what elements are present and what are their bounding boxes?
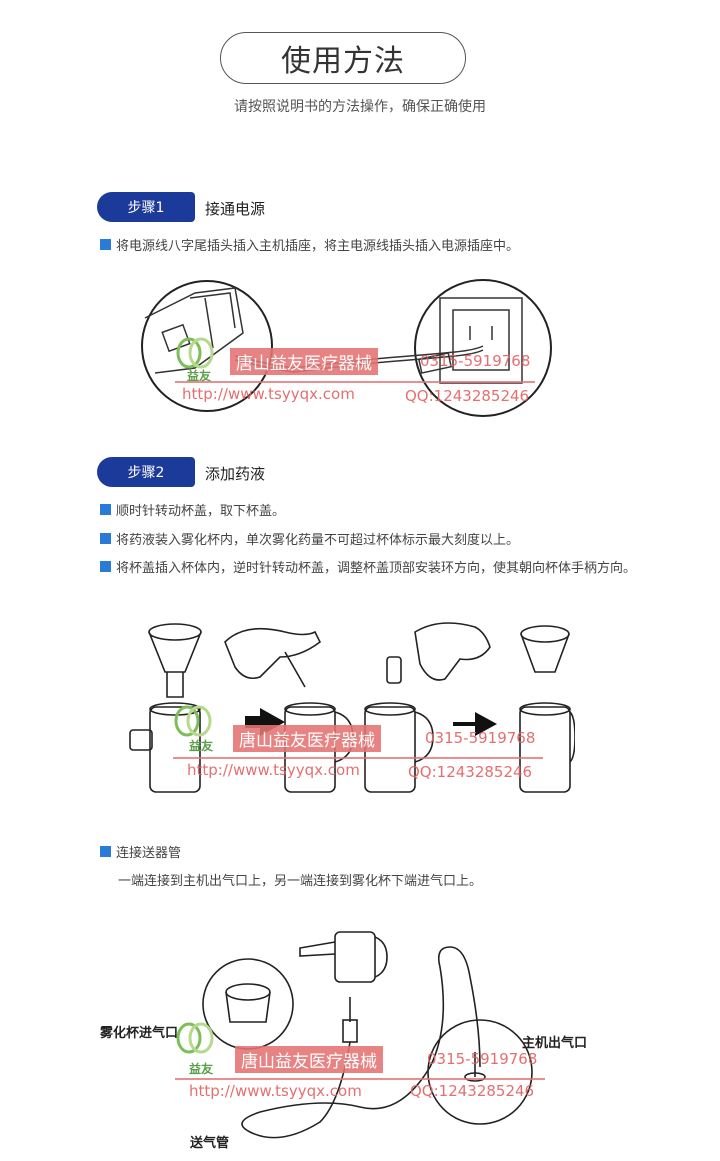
bullet-square-icon [100,504,111,515]
step3-description: 一端连接到主机出气口上，另一端连接到雾化杯下端进气口上。 [118,874,483,889]
page-subtitle: 请按照说明书的方法操作，确保正确使用 [234,99,486,115]
watermark-url: http://www.tsyyqx.com [189,1082,362,1100]
step2-bullet-text: 将药液装入雾化杯内，单次雾化药量不可超过杯体标示最大刻度以上。 [116,533,520,548]
step3-bullet-text: 连接送器管 [116,846,182,861]
bullet-square-icon [100,533,111,544]
logo-leaf-icon [176,1022,214,1054]
bullet-square-icon [100,239,111,250]
step3-bullet: 连接送器管 [100,842,181,861]
bullet-square-icon [100,561,111,572]
watermark-url: http://www.tsyyqx.com [182,385,355,403]
step2-title: 添加药液 [205,465,266,483]
device-socket-zoom-circle [141,280,273,412]
page-title: 使用方法 [220,32,466,84]
watermark-company: 唐山益友医疗器械 [230,348,378,375]
logo-leaf-icon [176,337,214,369]
watermark-qq: QQ:1243285246 [408,763,533,781]
watermark-divider [175,381,535,383]
step2-bullet-2: 将药液装入雾化杯内，单次雾化药量不可超过杯体标示最大刻度以上。 [100,529,519,548]
wall-outlet-zoom-circle [414,279,552,417]
step2-bullet-text: 将杯盖插入杯体内，逆时针转动杯盖，调整杯盖顶部安装环方向，使其朝向杯体手柄方向。 [116,561,637,576]
step1-title: 接通电源 [205,200,266,218]
step2-bullet-1: 顺时针转动杯盖，取下杯盖。 [100,500,285,519]
cup-inlet-label: 雾化杯进气口 [100,1026,179,1041]
watermark-url: http://www.tsyyqx.com [187,761,360,779]
watermark-divider [175,1078,545,1080]
step2-bullet-text: 顺时针转动杯盖，取下杯盖。 [116,504,286,519]
logo-text: 益友 [189,739,214,753]
watermark-phone: 0315-5919768 [425,729,536,747]
watermark-divider [173,757,543,759]
host-outlet-zoom-circle [427,1019,533,1125]
watermark-phone: 0315-5919768 [427,1050,538,1068]
step2-badge: 步骤2 [97,457,195,487]
step2-bullet-3: 将杯盖插入杯体内，逆时针转动杯盖，调整杯盖顶部安装环方向，使其朝向杯体手柄方向。 [100,557,636,576]
watermark-company: 唐山益友医疗器械 [233,725,381,752]
bullet-square-icon [100,846,111,857]
step1-bullet-1: 将电源线八字尾插头插入主机插座，将主电源线插头插入电源插座中。 [100,235,519,254]
tube-connection-illustration [202,931,533,1139]
logo-text: 益友 [187,369,212,383]
logo-leaf-icon [174,705,212,737]
host-outlet-label: 主机出气口 [522,1036,588,1051]
watermark-qq: QQ:1243285246 [410,1082,535,1100]
tube-label: 送气管 [190,1136,230,1151]
watermark-company: 唐山益友医疗器械 [235,1046,383,1073]
cup-inlet-zoom-circle [202,958,294,1050]
watermark-phone: 0315-5919768 [420,352,531,370]
watermark-qq: QQ:1243285246 [405,387,530,405]
logo-text: 益友 [189,1062,214,1076]
step1-bullet-text: 将电源线八字尾插头插入主机插座，将主电源线插头插入电源插座中。 [116,239,520,254]
step1-badge: 步骤1 [97,192,195,222]
